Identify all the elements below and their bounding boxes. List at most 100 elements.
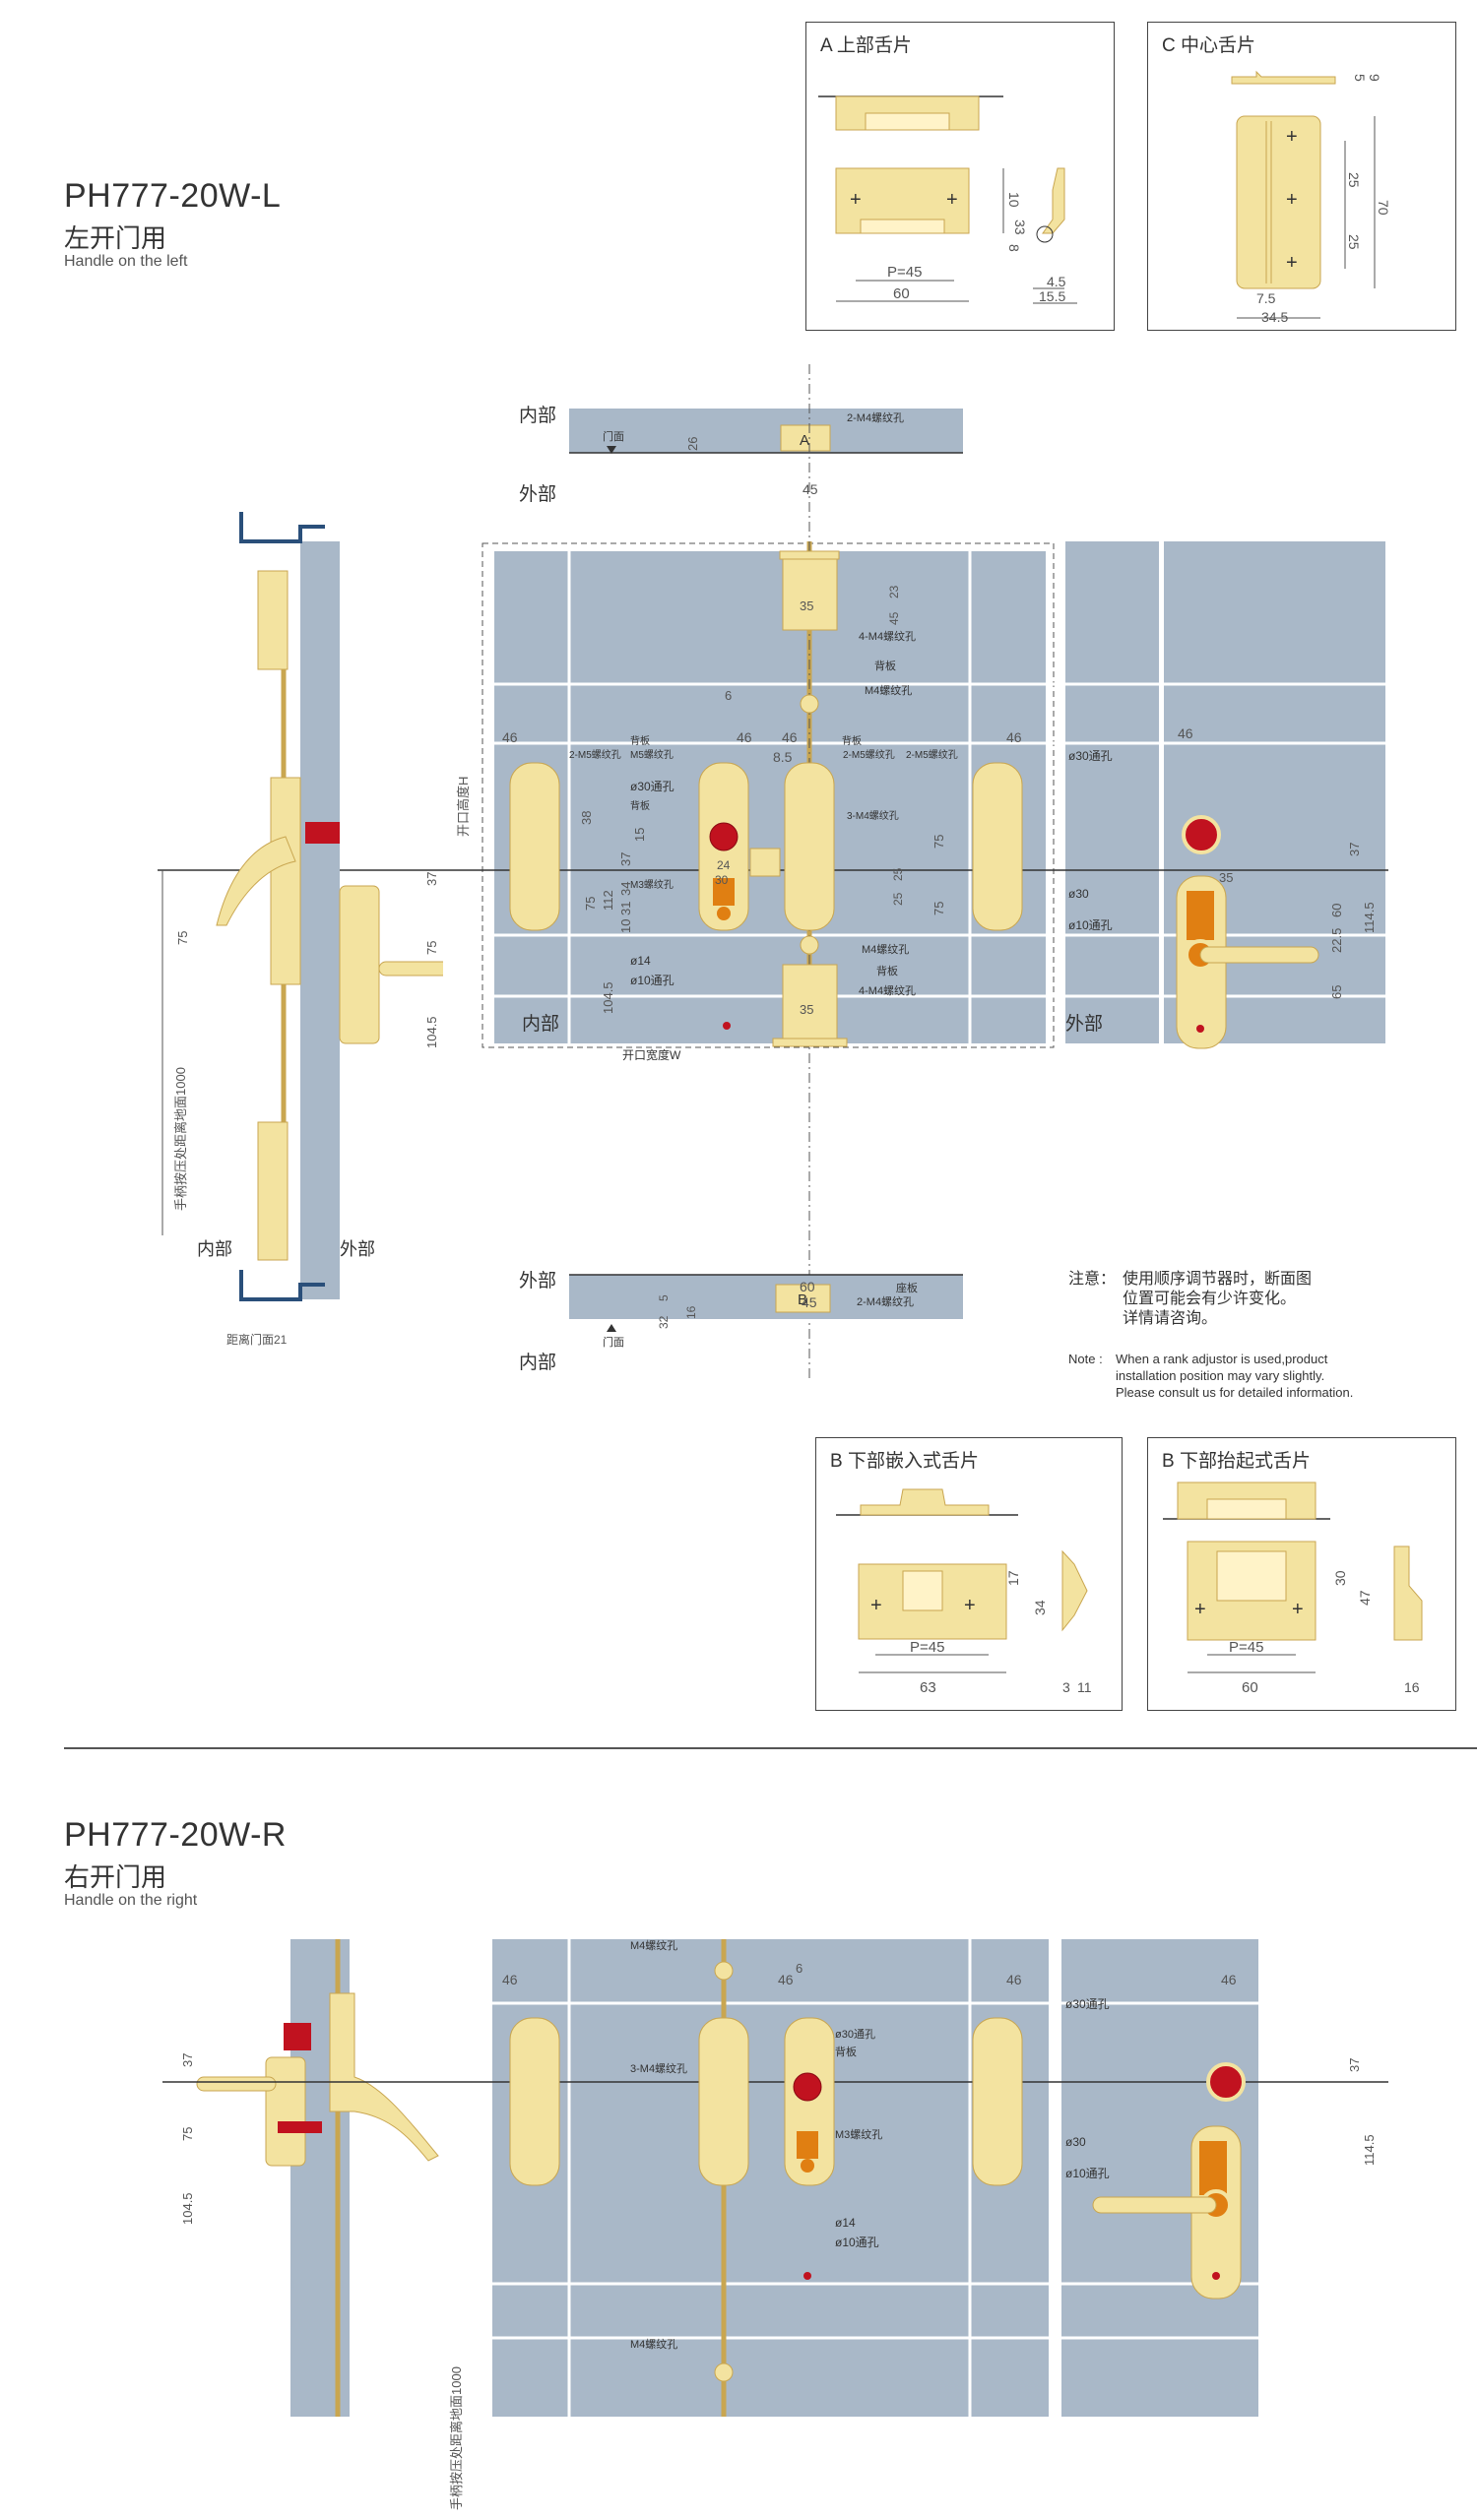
dim: 17 <box>1005 1570 1021 1586</box>
dim: 4.5 <box>1047 274 1066 289</box>
note-cn: 使用顺序调节器时，断面图 位置可能会有少许变化。 详情请咨询。 <box>1123 1271 1313 1327</box>
m4-label: M4螺纹孔 <box>630 2337 677 2351</box>
dim-104-5: 104.5 <box>424 1016 439 1048</box>
svg-text:+: + <box>1286 126 1298 148</box>
subtitle-cn-left: 左开门用 <box>64 223 167 253</box>
svg-text:+: + <box>1292 1599 1304 1620</box>
m4x4-label: 4-M4螺纹孔 <box>859 983 916 997</box>
side-lever <box>216 836 296 926</box>
dim: 63 <box>920 1679 936 1696</box>
dim-104-5: 104.5 <box>180 2192 195 2225</box>
dim-45: 45 <box>887 611 901 625</box>
note-en: When a rank adjustor is used,product ins… <box>1116 1352 1354 1400</box>
dim-6: 6 <box>796 1961 803 1976</box>
backplate-label: 背板 <box>835 2045 857 2058</box>
svg-text:+: + <box>1286 189 1298 211</box>
dim-46: 46 <box>1006 1972 1022 1987</box>
dim-46: 46 <box>1178 725 1193 741</box>
dim-60: 60 <box>1329 904 1344 917</box>
m4-label: M4螺纹孔 <box>865 683 912 697</box>
outer-lever-handle <box>1199 946 1319 964</box>
dim-31: 31 <box>618 902 633 915</box>
dim-8-5: 8.5 <box>773 749 793 765</box>
dim-6: 6 <box>725 688 732 703</box>
dim: 34.5 <box>1261 309 1288 325</box>
side-view-left: 内部 外部 手柄按压处距离地面1000 距离门面21 37 75 104.5 7… <box>161 512 443 1347</box>
dim: 9 <box>1367 74 1382 82</box>
main-drawing-right: 46 46 46 46 6 M4螺纹孔 M4螺纹孔 ø30通孔 ø30 ø10通… <box>162 1938 1388 2510</box>
handle-spindle <box>717 907 731 920</box>
dim: 15.5 <box>1039 288 1065 304</box>
dim: 5 <box>1352 74 1368 82</box>
center-strike-drawing: + + + 5 9 25 25 70 7.5 34.5 <box>1231 70 1391 325</box>
door-face-marker <box>607 1324 616 1332</box>
backplate-label: 背板 <box>630 799 650 812</box>
box-b2-title: B 下部抬起式舌片 <box>1162 1451 1311 1472</box>
d30-label: ø30 <box>1065 2135 1086 2149</box>
hole10-label: ø10通孔 <box>835 2236 879 2249</box>
box-c-title: C 中心舌片 <box>1162 35 1256 56</box>
escutcheon-1 <box>509 762 560 931</box>
backplate-label: 背板 <box>874 659 896 672</box>
dim-46: 46 <box>737 729 752 745</box>
door-panel-right-a <box>1065 541 1159 1043</box>
dim: 30 <box>1332 1570 1348 1586</box>
dim: 3 <box>1062 1679 1070 1695</box>
m5-label-4: 2-M5螺纹孔 <box>906 748 958 761</box>
dim-65: 65 <box>1329 985 1344 999</box>
dim-16: 16 <box>684 1305 698 1319</box>
dim-75: 75 <box>583 897 598 911</box>
side-lever-outer <box>378 961 443 976</box>
subtitle-cn-right: 右开门用 <box>64 1862 167 1892</box>
escutcheon-3 <box>784 762 835 931</box>
box-lower-embedded-strike: B 下部嵌入式舌片 + + 17 34 P=45 63 3 11 <box>815 1437 1123 1711</box>
m5-label: 2-M5螺纹孔 <box>569 748 621 761</box>
dim: 33 <box>1012 220 1028 235</box>
door-distance-label: 距离门面21 <box>226 1332 288 1347</box>
dim-75: 75 <box>175 931 190 945</box>
open-width-label: 开口宽度W <box>622 1047 681 1062</box>
svg-text:+: + <box>1194 1599 1206 1620</box>
door-panel-main <box>494 551 1046 1043</box>
dim: 60 <box>1242 1679 1258 1696</box>
dim: 7.5 <box>1256 290 1276 306</box>
dim-46: 46 <box>778 1972 794 1987</box>
dim-114-5: 114.5 <box>1362 2134 1377 2166</box>
dim-37: 37 <box>1347 2058 1362 2072</box>
dim-45: 45 <box>802 1294 817 1310</box>
dim-75: 75 <box>424 941 439 955</box>
handle-block-orange <box>713 878 735 906</box>
dim: P=45 <box>1229 1639 1263 1656</box>
hole30-label: ø30通孔 <box>1065 1997 1110 2011</box>
side-outer-label: 外部 <box>340 1239 375 1259</box>
dim-46: 46 <box>782 729 798 745</box>
subtitle-en-left: Handle on the left <box>64 253 188 270</box>
svg-text:+: + <box>946 189 958 211</box>
dim: 25 <box>1346 234 1362 250</box>
cylinder-hole-red <box>709 822 738 851</box>
dim-75: 75 <box>931 835 946 849</box>
m3-label: M3螺纹孔 <box>835 2127 882 2141</box>
door-leaf-section <box>300 541 340 1299</box>
outer-orange-block <box>1187 891 1214 940</box>
thread-label: 2-M4螺纹孔 <box>857 1294 914 1308</box>
escutcheon-4 <box>972 762 1023 931</box>
dim: 70 <box>1376 200 1391 216</box>
dim: 11 <box>1077 1679 1092 1695</box>
bottom-strip-inner: 内部 <box>519 1352 556 1373</box>
box-center-strike: C 中心舌片 + + + 5 9 25 25 70 7.5 34.5 <box>1147 22 1456 331</box>
dim-5: 5 <box>657 1294 671 1301</box>
m4x3-label: 3-M4螺纹孔 <box>847 809 899 822</box>
side-inner-label: 内部 <box>197 1239 232 1259</box>
strike-b-bottom <box>775 1284 831 1313</box>
d14-label: ø14 <box>630 954 651 968</box>
dim: 8 <box>1006 244 1022 252</box>
m4x4-label: 4-M4螺纹孔 <box>859 629 916 643</box>
dim: 25 <box>1346 172 1362 188</box>
dim-112: 112 <box>601 890 615 911</box>
top-strip-inner: 内部 <box>519 405 556 426</box>
dim-25: 25 <box>891 892 905 906</box>
dim-15: 15 <box>632 828 647 842</box>
handle-height-label: 手柄按压处距离地面1000 <box>173 1067 188 1211</box>
lift-strike-drawing: + + 30 47 P=45 60 16 <box>1163 1481 1423 1696</box>
